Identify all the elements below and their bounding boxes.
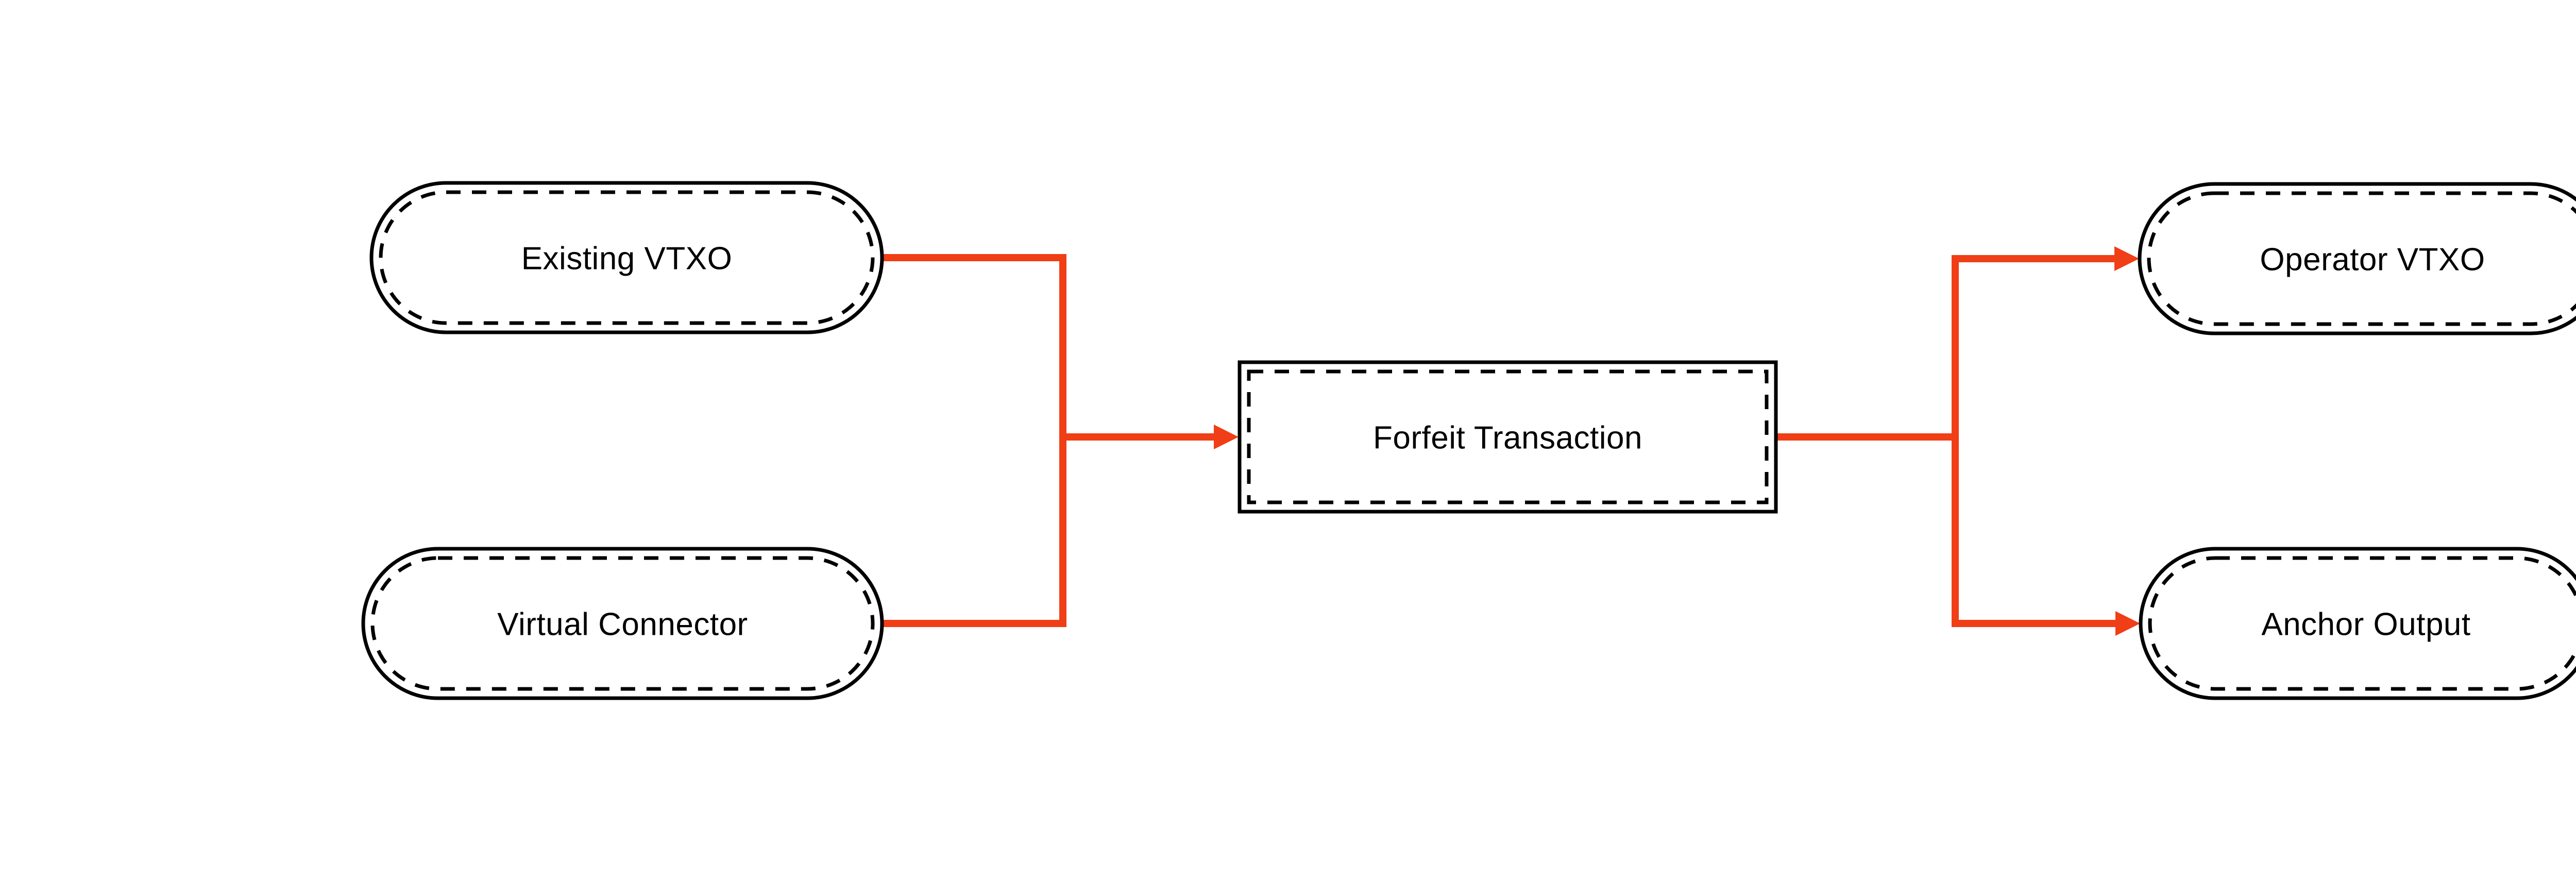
node-layer: Existing VTXO Virtual Connector Forfeit …: [361, 181, 2576, 700]
node-existing-vtxo[interactable]: Existing VTXO: [369, 181, 884, 334]
node-operator-vtxo[interactable]: Operator VTXO: [2138, 182, 2576, 335]
node-outer-border: [361, 547, 884, 700]
node-inner-dashed-border: [2148, 556, 2576, 691]
edge-existing-vtxo-to-forfeit[interactable]: [882, 254, 1216, 441]
arrowhead-icon-operator-vtxo-in: [2114, 246, 2139, 271]
edge-path: [882, 254, 1216, 441]
node-outer-border: [2139, 547, 2576, 700]
node-label-operator-vtxo: Operator VTXO: [2260, 242, 2485, 278]
node-label-virtual-connector: Virtual Connector: [497, 607, 748, 643]
arrowhead-icon-forfeit-in: [1214, 425, 1239, 449]
node-forfeit-transaction[interactable]: Forfeit Transaction: [1238, 360, 1778, 514]
node-outer-border: [1238, 360, 1778, 514]
node-inner-dashed-border: [370, 556, 875, 691]
node-anchor-output[interactable]: Anchor Output: [2139, 547, 2576, 700]
node-label-existing-vtxo: Existing VTXO: [521, 241, 733, 277]
arrowhead-icon-anchor-output-in: [2115, 611, 2140, 636]
node-outer-border: [369, 181, 884, 334]
edge-virtual-connector-to-forfeit[interactable]: [882, 437, 1066, 627]
edge-forfeit-to-anchor-output[interactable]: [1952, 437, 2117, 627]
node-outer-border: [2138, 182, 2576, 335]
node-label-forfeit-transaction: Forfeit Transaction: [1373, 420, 1642, 456]
node-virtual-connector[interactable]: Virtual Connector: [361, 547, 884, 700]
edge-layer: [882, 246, 2140, 636]
node-inner-dashed-border: [1247, 369, 1769, 504]
edge-path: [882, 437, 1066, 627]
edge-path: [1952, 437, 2117, 627]
node-label-anchor-output: Anchor Output: [2261, 607, 2470, 643]
node-inner-dashed-border: [2147, 191, 2576, 326]
edge-forfeit-to-operator-vtxo[interactable]: [1776, 255, 2116, 441]
node-inner-dashed-border: [379, 190, 875, 325]
edge-path: [1776, 255, 2116, 441]
